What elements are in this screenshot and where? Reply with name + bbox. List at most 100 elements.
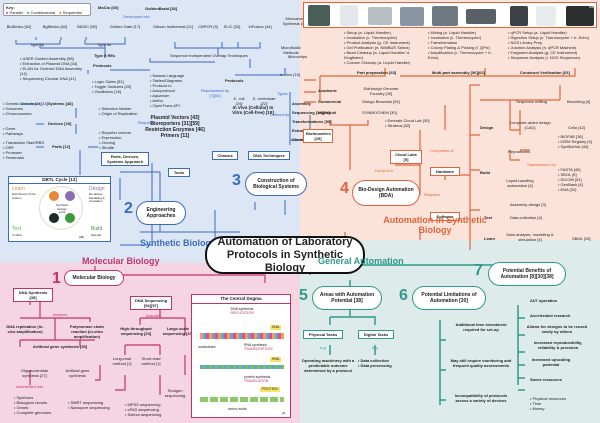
in-vivo-15-label: In Vivo [15]: [280, 72, 300, 77]
build-icon: [65, 213, 75, 223]
protein-chain: [200, 397, 284, 402]
repositories: Repositories: [508, 149, 531, 154]
node-1-number: 1: [52, 270, 61, 287]
represented-by-label: Represented by [7][54]: [200, 88, 230, 98]
dna-sequencing-node[interactable]: DNA Sequencing [54][57]: [130, 296, 172, 310]
reporter-list: Reporter vectorsExpressionCloningShuttle: [99, 130, 132, 150]
legend-title: Key:: [6, 5, 15, 10]
design-sub: Re-design Modelling & simulation: [89, 192, 105, 203]
type-iip-label: Type IIp: [30, 42, 45, 47]
photo-i-ngs: [566, 6, 594, 26]
protein-tag: PROTEIN: [260, 387, 280, 392]
construction-node[interactable]: Construction of Biological Systems: [245, 172, 307, 196]
part-prep-list: Setup (a. Liquid Handler)Incubation (c. …: [344, 30, 424, 65]
digital-tasks-node[interactable]: Digital Tasks: [358, 330, 394, 339]
legend-parallel: ■ Parallel: [6, 10, 23, 15]
comprises-of-label: Comprises of: [430, 148, 454, 153]
central-dogma-title: The Central Dogma: [192, 295, 290, 304]
learn-icon: [49, 191, 59, 201]
learn-node: Learn: [484, 236, 495, 241]
cello: Cello [42]: [568, 125, 585, 130]
repositories-list: BIOFAB [36]iGEM Registry [4]SynBioHub [4…: [558, 134, 598, 149]
photo-h-qpcr: [536, 6, 556, 26]
protocols-label: Protocols: [93, 63, 112, 68]
assembled-into-label: Assembled into: [16, 384, 44, 389]
tools-node[interactable]: Tools: [168, 168, 190, 177]
defined-by-label: Defined by: [270, 112, 290, 117]
design-label: Design: [89, 186, 105, 192]
engineering-approaches-node[interactable]: Engineering Approaches: [136, 201, 186, 225]
dna-synthesis-text: DNA synthesis: [230, 307, 254, 311]
rna-strand: [200, 365, 284, 369]
resources-list: Physical resourcesTimeMoney: [530, 396, 566, 411]
central-dogma-panel: The Central Dogma DNA synthesis REPLICAT…: [191, 294, 291, 418]
type-ii-res-label: Type II REs: [94, 53, 116, 58]
dna-strand: [200, 333, 284, 339]
high-throughput-node: High-throughput sequencing [23]: [120, 326, 152, 336]
biofoundries-node[interactable]: Biofoundries [25]: [303, 129, 333, 143]
pcr: Polymerase chain reaction (in-vitro ampl…: [69, 324, 105, 339]
academic-label: Academic: [318, 88, 337, 93]
benefits-node[interactable]: Potential Benefits of Automation [8][30]…: [488, 262, 566, 286]
dbtl-title: DBTL Cycle [13]: [9, 177, 110, 184]
cloud-labs-list: Emerald Cloud Lab [30]Strateos [52]: [385, 118, 430, 128]
long-read-list: SMRT sequencingNanopore sequencing: [68, 400, 110, 410]
benefit-5: Increased upscaling potential: [531, 357, 571, 367]
photo-ref: [63]: [589, 5, 595, 9]
benefit-2: Accelerated research: [530, 313, 571, 318]
protocol-formats-list: Natural LanguageTables/DiagramsProtocol.…: [150, 73, 184, 108]
short-read-list: MPSS sequencingcPAS sequencingSolexa seq…: [125, 402, 162, 417]
chassis-node[interactable]: Chassis: [212, 151, 238, 160]
benefit-3: Allows for designs to be reused easily b…: [526, 324, 588, 334]
cloud-labs-node[interactable]: Cloud Labs [5]: [390, 150, 422, 164]
standard-biobricks: BioBricks [62]: [6, 24, 32, 29]
photo-g-ce-instrument: [510, 6, 528, 26]
sequence-editing: Sequence editing: [516, 99, 547, 104]
node-6-number: 6: [399, 287, 408, 304]
standards-list: FASTA [45]SBOL [6]DICOM [51] GenBank [4]…: [558, 167, 583, 192]
housed-in-label: Housed in: [375, 168, 394, 173]
bda-node[interactable]: Bio-Design Automation (BDA): [352, 180, 420, 206]
transcription-text: TRANSCRIPTION: [244, 347, 273, 351]
protocols-node[interactable]: Protocols: [225, 78, 244, 83]
standard-bglbricks: BglBricks [62]: [42, 24, 68, 29]
in-vivo-in-vitro-node: In Vivo (Cellular) In Vitro (Cell-free) …: [232, 105, 274, 115]
test-icon: [49, 213, 59, 223]
standard-infusion: InFusion [44]: [248, 24, 272, 29]
dna-tag: DNA: [270, 325, 282, 330]
microchips-label: Microchips: [288, 54, 308, 59]
test-label: Test: [12, 226, 22, 232]
software-node[interactable]: Software: [430, 212, 460, 221]
node-3-number: 3: [232, 172, 241, 189]
systems-list: Genetic Circuits [24][10]GenomesChromoso…: [3, 101, 49, 116]
node-7-number: 7: [474, 262, 483, 279]
limitation-1: Additional time investment required for …: [455, 322, 507, 332]
benchling: Benchling [4]: [567, 99, 591, 104]
benefit-4: Increased reproducibility, reliability &…: [533, 340, 583, 350]
legend-key: Key: ■ Parallel ■ Combinatorial ■ Sequen…: [3, 3, 91, 16]
molecular-biology-node[interactable]: Molecular Biology: [64, 270, 124, 286]
dna-synthesis-node[interactable]: DNA Synthesis [35]: [13, 288, 53, 302]
dna-techniques-node[interactable]: DNA Techniques: [248, 151, 290, 160]
areas-node[interactable]: Areas with Automation Potential [38]: [312, 286, 382, 310]
verify-list: qPCR Setup (a. Liquid Handler)Digestion …: [508, 30, 590, 60]
digital-eg: e.g.: [372, 345, 379, 350]
dbtl-center: Synthetic biology cycle: [56, 203, 69, 214]
limitations-node[interactable]: Potential Limitations of Automation [30]: [412, 286, 486, 310]
node-2-number: 2: [124, 200, 133, 217]
ecoli-label: E. coli [29]: [233, 96, 245, 106]
benefit-6: Saves resources: [530, 377, 562, 382]
replication-text: REPLICATION: [230, 311, 254, 315]
hardware-node[interactable]: Hardware: [430, 167, 460, 176]
siot-label: Sequence Independent Overlap Techniques: [170, 53, 248, 58]
benefit-1: 24/7 operation: [530, 298, 558, 303]
devices-node: Devices [19]: [48, 121, 72, 126]
build-label: Build: [91, 226, 103, 232]
learn-sub: Enrichment of the system: [12, 192, 36, 200]
physical-tasks-node[interactable]: Physical Tasks: [303, 330, 343, 339]
equipment-photo-strip: [63]: [303, 2, 597, 28]
pdsa-node[interactable]: Parts, Devices, Systems Approach: [101, 152, 149, 166]
types-label: Types: [277, 91, 288, 96]
artificial-gene-synthesis-node: Artificial gene synthesis [35]: [32, 344, 88, 349]
tools-items: Plasmid Vectors [43]Bioreporters [31][59…: [145, 115, 205, 139]
